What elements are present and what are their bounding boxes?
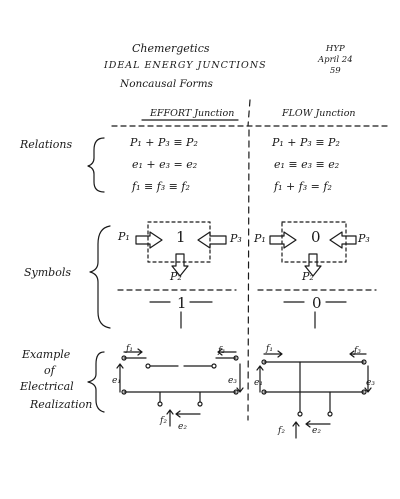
effort-circuit-e2: e₂ [178,422,187,432]
effort-e1-arrow [116,363,124,393]
effort-circuit-wire-bottom [123,391,237,403]
flow-e1-arrow [256,365,264,393]
effort-terminal [211,363,217,369]
year-text: 59 [329,66,341,76]
flow-small-node: 0 [312,294,322,312]
flow-e3-arrow [364,365,372,393]
effort-circuit-f2: f₂ [160,416,167,426]
column-divider [247,99,251,421]
flow-relation-effort: e₁ ≡ e₃ ≡ e₂ [274,158,340,171]
page-title: Chemergetics [132,42,210,55]
effort-circuit-f1: f₁ [126,344,133,354]
flow-symbol-p2: P₂ [302,270,314,283]
flow-f2-arrow [292,421,300,439]
effort-f2-arrow [166,409,174,427]
effort-terminal [145,363,151,369]
flow-circuit-e3: e₃ [366,378,375,388]
example-brace [87,351,105,413]
page-subtitle: IDEAL ENERGY JUNCTIONS [104,60,267,71]
flow-circuit-f1: f₁ [266,344,273,354]
effort-relation-effort: e₁ + e₃ = e₂ [132,158,198,171]
flow-circuit-f3: f₃ [354,346,361,356]
author-initials: HYP [325,44,345,54]
effort-symbol-p3: P₃ [230,232,242,245]
effort-symbol-p1: P₁ [118,230,130,243]
effort-arrow-p1 [135,231,163,249]
flow-relation-flow: f₁ + f₃ = f₂ [274,180,332,193]
effort-symbol-p2: P₂ [170,270,182,283]
flow-f3-arrow [349,350,367,358]
relations-label: Relations [20,138,73,151]
effort-terminal [121,355,127,361]
flow-circuit-e1: e₁ [254,378,263,388]
page-subtitle-forms: Noncausal Forms [120,78,213,90]
flow-e2-arrow [305,420,331,428]
effort-terminal [233,389,239,395]
effort-symbol-node: 1 [176,228,186,246]
effort-relation-power: P₁ + P₃ ≡ P₂ [130,136,198,149]
flow-relation-power: P₁ + P₃ ≡ P₂ [272,136,340,149]
author-date-block: HYP April 24 59 [318,44,353,77]
flow-symbol-node: 0 [311,228,321,246]
flow-circuit-f2: f₂ [278,426,285,436]
example-label-line3: Electrical [20,380,74,393]
flow-terminal [361,359,367,365]
flow-f1-arrow [263,350,283,358]
effort-circuit-e3: e₃ [228,376,237,386]
date-text: April 24 [318,55,353,65]
flow-terminal [327,411,333,417]
flow-symbol-box [281,221,347,263]
effort-e3-arrow [236,363,244,393]
effort-arrow-p2 [171,253,189,277]
flow-arrow-p2 [304,253,322,277]
effort-terminal [121,389,127,395]
effort-column-header: EFFORT Junction [150,108,235,119]
effort-circuit-wire-top [123,357,237,367]
flow-arrow-p3 [329,231,357,249]
flow-arrow-p1 [269,231,297,249]
flow-circuit-e2: e₂ [312,426,321,436]
flow-terminal [261,359,267,365]
symbols-label: Symbols [24,266,72,279]
symbols-brace [89,225,111,329]
flow-circuit-drops [299,361,331,413]
example-label-line1: Example [22,348,71,361]
effort-circuit-f3: f₃ [218,346,225,356]
effort-small-node: 1 [177,294,187,312]
flow-terminal [297,411,303,417]
effort-e2-arrow [175,410,201,418]
flow-symbol-p1: P₁ [254,232,266,245]
example-label-line4: Realization [30,398,93,411]
relations-brace [87,137,105,193]
example-label-line2: of [44,364,55,377]
flow-symbol-p3: P₃ [358,232,370,245]
effort-circuit-e1: e₁ [112,376,121,386]
flow-terminal [361,389,367,395]
effort-terminal [233,355,239,361]
flow-terminal [261,389,267,395]
effort-symbol-box [147,221,211,263]
effort-f1-arrow [123,348,143,356]
effort-f3-arrow [217,348,237,356]
flow-column-header: FLOW Junction [282,108,356,119]
effort-arrow-p3 [197,231,227,249]
effort-relation-flow: f₁ ≡ f₃ ≡ f₂ [132,180,190,193]
effort-terminal [197,401,203,407]
effort-terminal [157,401,163,407]
